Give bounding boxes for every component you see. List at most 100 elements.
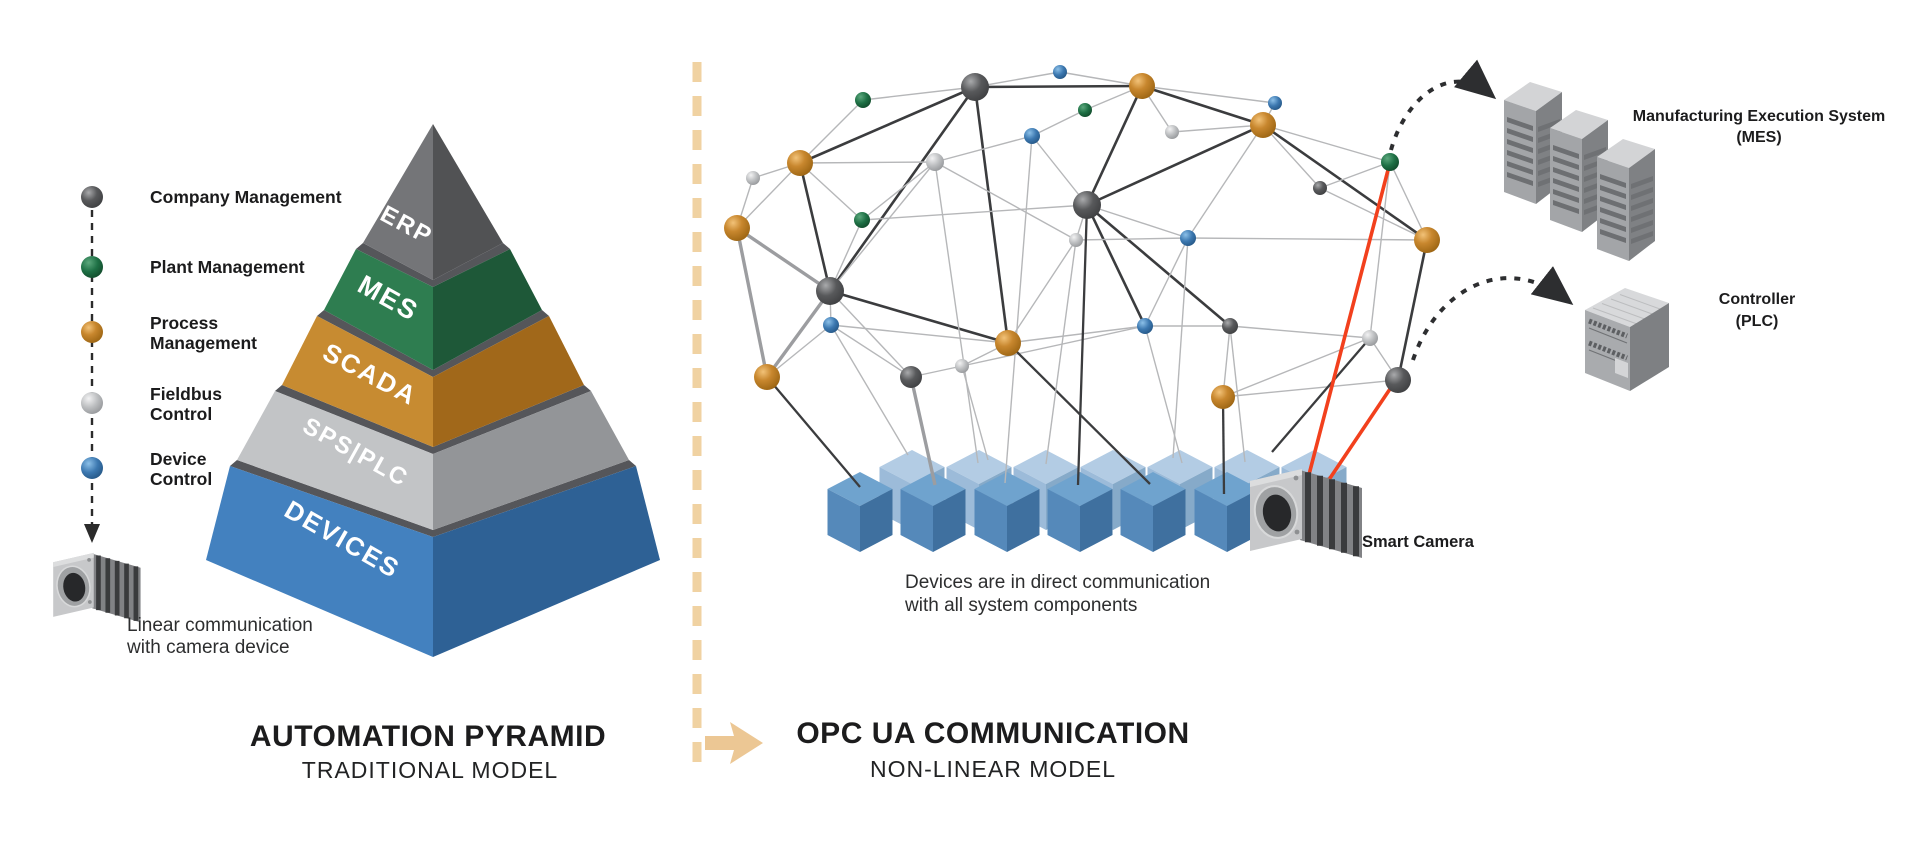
network-node-gold xyxy=(787,150,813,176)
mes-server-icon xyxy=(1597,139,1655,261)
network-edge xyxy=(766,324,832,378)
mes-label-line1: Manufacturing Execution System xyxy=(1633,108,1886,125)
network-node-dgray xyxy=(1073,191,1101,219)
network-edge xyxy=(861,161,936,221)
network-edge xyxy=(1222,337,1371,398)
network-edge xyxy=(861,204,1088,221)
plc-label-line2: (PLC) xyxy=(1736,313,1779,330)
network-node-blue xyxy=(1024,128,1040,144)
network-edge xyxy=(1144,237,1189,327)
camera-red-link xyxy=(1303,169,1390,491)
node-to-cube-link xyxy=(1271,337,1371,453)
network-edge xyxy=(798,162,832,292)
network-edge xyxy=(1141,85,1276,104)
node-to-cube-link xyxy=(1045,239,1077,465)
node-to-cube-link xyxy=(830,324,909,456)
left-subtitle: TRADITIONAL MODEL xyxy=(302,757,558,783)
network-edge xyxy=(1262,124,1391,163)
network-edge xyxy=(934,161,1077,241)
smart-camera-label: Smart Camera xyxy=(1362,533,1475,551)
node-to-cube-link xyxy=(1221,396,1226,495)
network-edge xyxy=(1389,161,1428,241)
network-edge xyxy=(1319,187,1428,241)
network-node-lgray xyxy=(1069,233,1083,247)
pyramid-layer-scada-left xyxy=(282,316,433,447)
network-node-dgray xyxy=(1385,367,1411,393)
network-edge xyxy=(1085,204,1147,327)
pyramid-layer-erp-right xyxy=(433,124,503,280)
network-caption-line2: with all system components xyxy=(904,595,1137,616)
arc-to-plc-icon xyxy=(1411,266,1574,361)
network-edge xyxy=(1262,124,1321,189)
network-edge xyxy=(829,290,912,378)
network-node-lgray xyxy=(926,153,944,171)
network-edge xyxy=(1141,84,1264,127)
pyramid-layer-mes-left xyxy=(324,249,433,370)
network-node-green xyxy=(1381,153,1399,171)
network-edge xyxy=(961,325,1146,367)
legend-item-label: Company Management xyxy=(150,187,342,207)
network-edge xyxy=(1319,161,1391,189)
right-title: OPC UA COMMUNICATION xyxy=(796,717,1189,750)
network-edge xyxy=(1222,379,1399,398)
node-to-cube-link xyxy=(1004,135,1033,484)
network-edge xyxy=(828,86,977,292)
legend-dot-gold xyxy=(81,321,103,343)
automation-pyramid: ERP MES SCADA SPS|PLC DEVICES xyxy=(206,124,660,657)
network-edge xyxy=(1229,325,1371,339)
legend-dot-lgray xyxy=(81,392,103,414)
network-edge xyxy=(934,135,1033,163)
node-to-cube-link xyxy=(934,161,979,464)
network-node-dgray xyxy=(816,277,844,305)
pyramid-layer-devices-right xyxy=(433,466,660,657)
plc-controller-icon xyxy=(1585,288,1669,391)
node-to-cube-link xyxy=(1229,325,1246,463)
network-edge xyxy=(829,289,1009,345)
network-node-blue xyxy=(1137,318,1153,334)
node-to-cube-link xyxy=(961,365,989,461)
network-caption-line1: Devices are in direct communication xyxy=(905,572,1210,593)
network-node-lgray xyxy=(1165,125,1179,139)
network-node-lgray xyxy=(746,171,760,185)
network-edge xyxy=(1187,237,1428,241)
network-node-gold xyxy=(1211,385,1235,409)
network-edge xyxy=(1369,161,1391,339)
network-edge xyxy=(1085,85,1144,206)
network-edge xyxy=(736,162,801,229)
network-edge xyxy=(974,84,1143,89)
node-to-cube-link xyxy=(1172,237,1189,459)
network-node-blue xyxy=(823,317,839,333)
network-edge xyxy=(830,324,912,378)
network-node-green xyxy=(854,212,870,228)
right-subtitle: NON-LINEAR MODEL xyxy=(870,756,1116,782)
network-edge xyxy=(1086,204,1189,239)
pyramid-layer-devices-left xyxy=(206,466,433,657)
pyramid-layer-erp-left xyxy=(363,124,433,280)
network-edge xyxy=(799,99,864,164)
left-title: AUTOMATION PYRAMID xyxy=(250,720,606,753)
pyramid-layer-spsplc-right xyxy=(433,391,629,530)
network-edge xyxy=(1086,204,1231,327)
network-edge xyxy=(799,162,863,221)
legend-item-label: Plant Management xyxy=(150,257,305,277)
network-edge xyxy=(1007,239,1077,344)
network-edge xyxy=(1075,237,1189,241)
node-to-cube-link xyxy=(1007,342,1151,485)
network-node-green xyxy=(1078,103,1092,117)
network-edge xyxy=(1171,124,1264,133)
network-node-lgray xyxy=(1362,330,1378,346)
network-edge xyxy=(736,226,831,293)
plc-label-line1: Controller xyxy=(1719,291,1795,308)
network-node-gold xyxy=(1250,112,1276,138)
opcua-network xyxy=(724,65,1440,552)
endpoint-devices xyxy=(1504,82,1669,391)
device-cube xyxy=(1120,472,1186,552)
network-edge xyxy=(1086,123,1264,207)
network-node-dgray xyxy=(961,73,989,101)
network-edge xyxy=(1031,135,1088,206)
pyramid-layer-scada-right xyxy=(433,316,584,447)
